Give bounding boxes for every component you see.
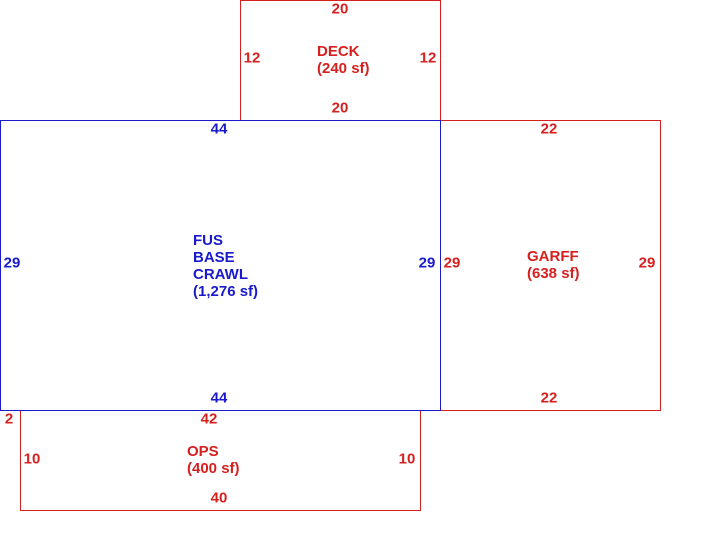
main-label-line3: CRAWL [193, 266, 248, 283]
main-left-dimension: 29 [3, 254, 21, 272]
deck-left-dimension: 12 [243, 49, 261, 67]
garage-top-dimension: 22 [540, 120, 558, 138]
deck-top-dimension: 20 [331, 0, 349, 18]
garage-area: (638 sf) [527, 265, 580, 282]
deck-area: (240 sf) [317, 60, 370, 77]
main-building-label: FUS BASE CRAWL (1,276 sf) [193, 232, 258, 300]
porch-right-dimension: 10 [398, 450, 416, 468]
garage-bottom-dimension: 22 [540, 389, 558, 407]
porch-area: (400 sf) [187, 460, 240, 477]
porch-top-dimension: 42 [200, 410, 218, 428]
porch-offset-dimension: 2 [4, 410, 14, 428]
porch-name: OPS [187, 443, 219, 460]
main-building-outline [0, 120, 441, 411]
main-label-line1: FUS [193, 232, 223, 249]
garage-label: GARFF (638 sf) [527, 248, 580, 282]
main-top-dimension: 44 [210, 120, 228, 138]
deck-right-dimension: 12 [419, 49, 437, 67]
main-bottom-dimension: 44 [210, 389, 228, 407]
main-area: (1,276 sf) [193, 283, 259, 300]
porch-label: OPS (400 sf) [187, 443, 240, 477]
deck-bottom-dimension: 20 [331, 99, 349, 117]
main-right-dimension: 29 [418, 254, 436, 272]
porch-left-dimension: 10 [23, 450, 41, 468]
main-label-line2: BASE [193, 249, 235, 266]
garage-left-dimension: 29 [443, 254, 461, 272]
deck-label: DECK (240 sf) [317, 43, 370, 77]
porch-outline [20, 410, 421, 511]
garage-name: GARFF [527, 248, 579, 265]
porch-bottom-dimension: 40 [210, 489, 228, 507]
garage-right-dimension: 29 [638, 254, 656, 272]
deck-name: DECK [317, 43, 360, 60]
